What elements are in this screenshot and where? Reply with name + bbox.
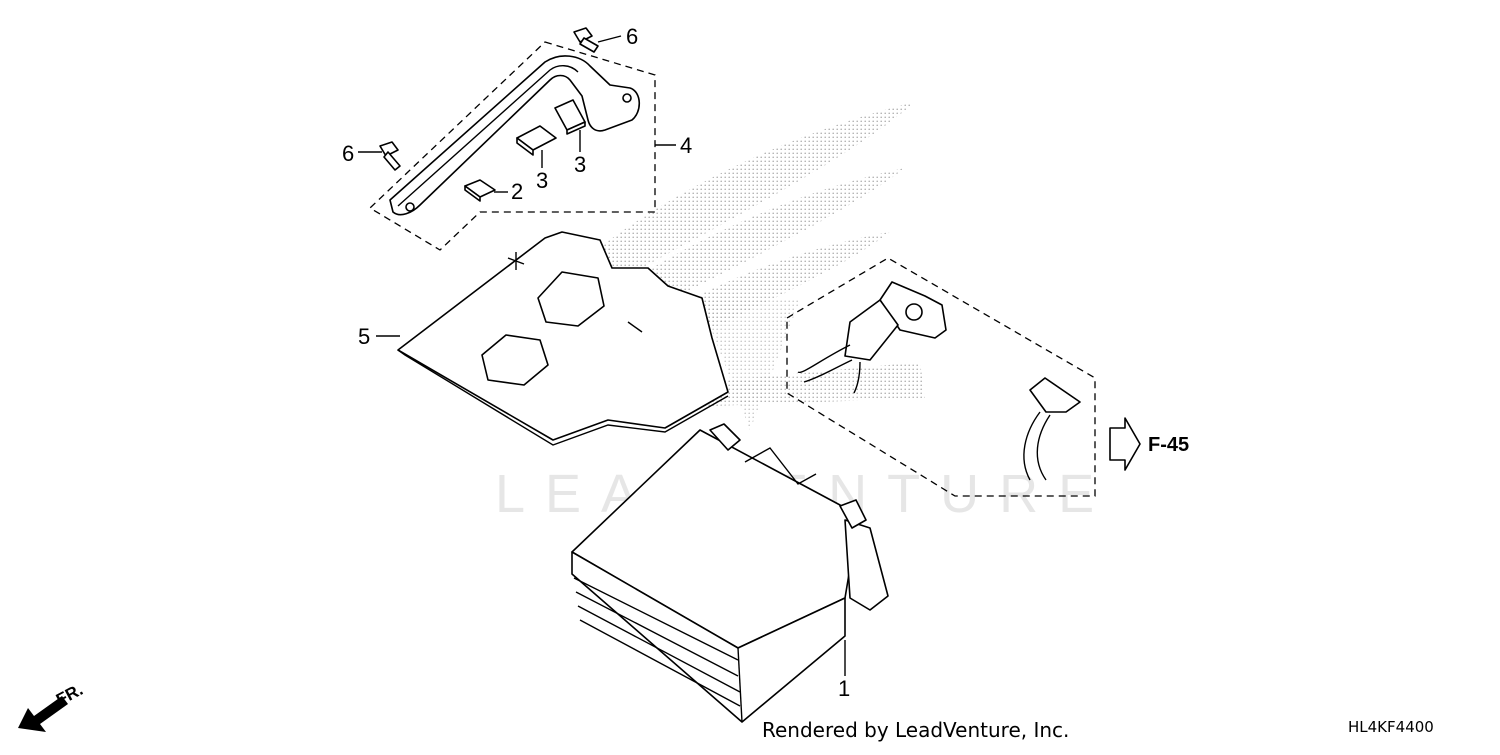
assembly-outline-4 xyxy=(368,41,656,251)
battery-bracket xyxy=(389,55,641,216)
negative-cable xyxy=(1023,377,1081,481)
callout-4: 4 xyxy=(680,133,692,158)
callout-6-top: 6 xyxy=(626,24,638,49)
reference-label: F-45 xyxy=(1148,434,1189,456)
battery-cover xyxy=(397,231,729,446)
bolt-6-left xyxy=(379,141,401,171)
callout-1: 1 xyxy=(838,676,850,701)
diagram-code: HL4KF4400 xyxy=(1348,718,1434,736)
front-arrow-icon xyxy=(18,696,68,732)
reference-arrow-icon xyxy=(1109,417,1141,471)
callout-6-left: 6 xyxy=(342,141,354,166)
render-credit: Rendered by LeadVenture, Inc. xyxy=(762,718,1070,742)
callout-3-right: 3 xyxy=(574,152,586,177)
battery xyxy=(571,423,889,723)
rubber-pad-3b xyxy=(554,99,586,135)
leader-lines xyxy=(358,35,846,676)
rubber-pad-3a xyxy=(516,125,557,156)
cable-group-outline xyxy=(786,257,1096,497)
callout-2: 2 xyxy=(511,179,523,204)
bolt-6-top xyxy=(573,27,599,53)
rubber-pad-2 xyxy=(464,179,496,202)
positive-cable xyxy=(797,281,947,394)
callout-5: 5 xyxy=(358,324,370,349)
callout-3-left: 3 xyxy=(536,168,548,193)
